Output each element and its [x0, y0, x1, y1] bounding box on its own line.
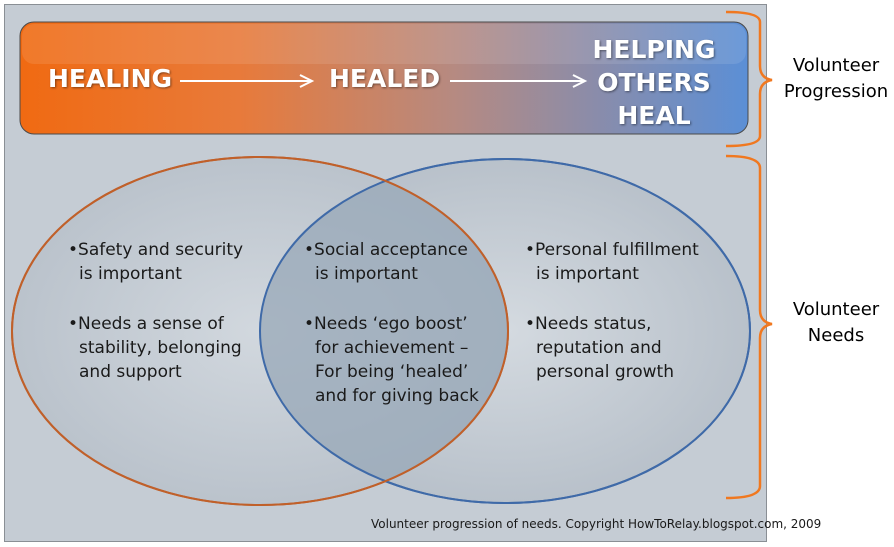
- stage-helping-others-heal: HELPING OTHERS HEAL: [592, 35, 716, 130]
- stage-healed: HEALED: [329, 64, 441, 93]
- label-volunteer-progression: Volunteer Progression: [783, 55, 889, 102]
- left-circle-bullets: •Safety and security is important •Needs…: [68, 238, 268, 384]
- overlap-region: [260, 159, 508, 503]
- bullet-ego-boost: •Needs ‘ego boost’ for achievement – For…: [304, 314, 479, 406]
- label-volunteer-needs: Volunteer Needs: [792, 299, 880, 346]
- brace-needs: [725, 154, 773, 500]
- progression-banner: [19, 21, 749, 135]
- bullet-social-acceptance: •Social acceptance is important: [304, 240, 468, 284]
- brace-progression: [725, 10, 773, 148]
- arrow-healing-to-healed: [180, 74, 315, 88]
- bullet-status: •Needs status, reputation and personal g…: [525, 314, 674, 382]
- stage-healing: HEALING: [48, 64, 173, 93]
- arrow-healed-to-helping: [450, 74, 588, 88]
- bullet-stability: •Needs a sense of stability, belonging a…: [68, 314, 242, 382]
- overlap-bullets: •Social acceptance is important •Needs ‘…: [304, 238, 514, 408]
- bullet-personal-fulfillment: •Personal fulfillment is important: [525, 240, 699, 284]
- copyright-footer: Volunteer progression of needs. Copyrigh…: [371, 517, 822, 531]
- right-circle-bullets: •Personal fulfillment is important •Need…: [525, 238, 735, 384]
- bullet-safety: •Safety and security is important: [68, 240, 244, 284]
